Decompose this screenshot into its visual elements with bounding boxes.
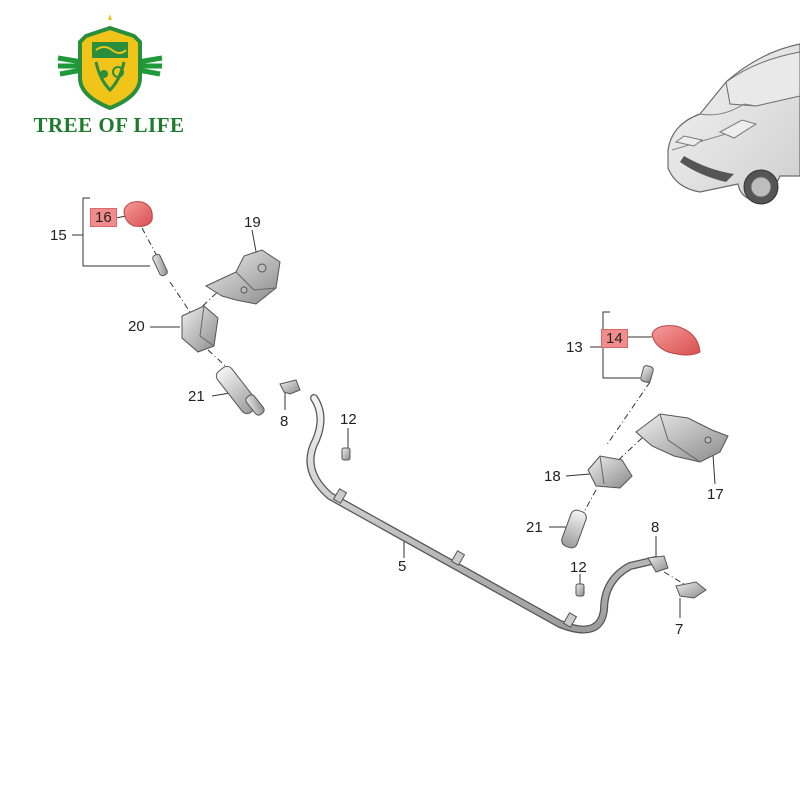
part-8-connector-left — [279, 379, 301, 395]
part-17-bracket — [635, 413, 729, 463]
part-19-bracket — [204, 249, 281, 305]
callout-12: 12 — [570, 559, 587, 576]
part-21-cylinder-left — [215, 365, 265, 416]
callout-21: 21 — [188, 388, 205, 405]
part-13-nozzle — [640, 365, 654, 383]
brand-name: TREE OF LIFE — [33, 113, 185, 137]
callout-19: 19 — [244, 214, 261, 231]
leader-lines — [115, 215, 716, 618]
part-12-clip-left — [341, 447, 351, 461]
group-bracket-15 — [72, 197, 150, 267]
callout-18: 18 — [544, 468, 561, 485]
callout-15: 15 — [50, 227, 67, 244]
part-8-connector-right — [647, 555, 669, 573]
part-14-washer-cap — [651, 325, 701, 356]
part-21-cylinder-right — [561, 509, 587, 549]
part-5-hose — [306, 394, 660, 634]
brand-logo-icon — [57, 14, 163, 111]
callout-5: 5 — [398, 558, 407, 575]
part-16-washer-cap — [123, 201, 153, 227]
part-20-housing — [181, 305, 219, 353]
callout-8: 8 — [280, 413, 289, 430]
part-15-nozzle — [152, 253, 168, 277]
callout-17: 17 — [707, 486, 724, 503]
callout-21: 21 — [526, 519, 543, 536]
callout-13: 13 — [566, 339, 583, 356]
callout-16: 16 — [90, 208, 117, 227]
part-7-connector — [675, 581, 707, 599]
part-12-clip-right — [575, 583, 585, 597]
car-illustration — [667, 43, 800, 205]
callout-7: 7 — [675, 621, 684, 638]
callout-8: 8 — [651, 519, 660, 536]
callout-12: 12 — [340, 411, 357, 428]
part-18-actuator — [587, 455, 633, 489]
callout-20: 20 — [128, 318, 145, 335]
callout-14: 14 — [601, 329, 628, 348]
